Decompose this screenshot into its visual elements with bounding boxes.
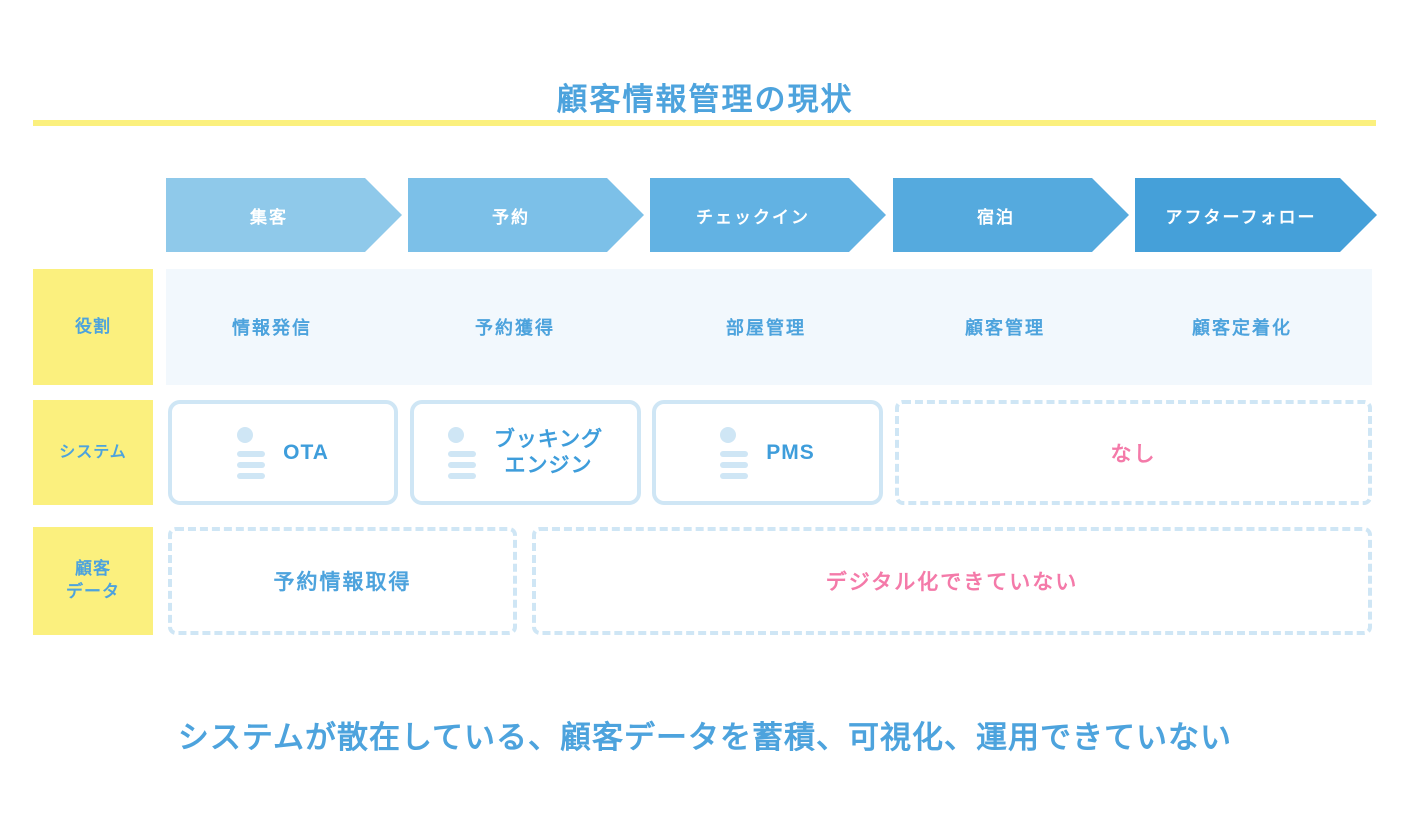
role-cell-3: 部屋管理 [660,269,872,385]
row-label-customer-data: 顧客 データ [33,527,153,635]
system-box-none-label: なし [1110,442,1157,466]
role-cell-1: 情報発信 [166,269,378,385]
role-cell-1-text: 情報発信 [232,318,312,338]
stage-arrow-row: 集客 予約 チェックイン 宿泊 アフターフォロー [166,178,1377,252]
customer-data-cell-2-label: デジタル化できていない [825,571,1079,594]
system-box-pms[interactable]: PMS [652,400,883,505]
system-box-pms-label: PMS [766,440,815,464]
system-box-booking-engine-label: ブッキング エンジン [493,427,604,477]
document-list-icon [237,426,267,479]
customer-data-cell-1-label: 予約情報取得 [273,571,412,594]
role-cell-4: 顧客管理 [899,269,1111,385]
document-list-icon [447,426,478,479]
role-cell-3-text: 部屋管理 [726,318,806,338]
role-cell-4-text: 顧客管理 [965,318,1045,338]
row-label-customer-data-text: 顧客 データ [66,559,120,601]
role-row-background [166,269,1372,385]
page-title: 顧客情報管理の現状 [556,82,854,117]
stage-arrow-2: 予約 [408,178,644,252]
footer-caption: システムが散在している、顧客データを蓄積、可視化、運用できていない [177,720,1233,755]
stage-arrow-5: アフターフォロー [1135,178,1377,252]
system-box-ota-label: OTA [283,440,329,464]
title-underline-rule [33,120,1376,126]
row-label-role: 役割 [33,269,153,385]
system-box-booking-engine[interactable]: ブッキング エンジン [410,400,641,505]
role-cell-5: 顧客定着化 [1136,269,1348,385]
role-cell-2-text: 予約獲得 [475,318,555,338]
system-box-none: なし [895,400,1372,505]
role-cell-2: 予約獲得 [409,269,621,385]
stage-arrow-5-label: アフターフォロー [1165,207,1317,227]
row-label-role-text: 役割 [75,316,111,336]
stage-arrow-1: 集客 [166,178,402,252]
stage-arrow-2-label: 予約 [492,207,530,227]
customer-data-cell-1: 予約情報取得 [168,527,517,635]
stage-arrow-4-label: 宿泊 [977,207,1015,227]
stage-arrow-3-label: チェックイン [696,207,810,227]
row-label-system: システム [33,400,153,505]
role-cell-5-text: 顧客定着化 [1192,318,1292,338]
stage-arrow-1-label: 集客 [250,207,288,227]
system-box-ota[interactable]: OTA [168,400,398,505]
customer-data-cell-2: デジタル化できていない [532,527,1372,635]
stage-arrow-3: チェックイン [650,178,886,252]
document-list-icon [720,426,750,479]
stage-arrow-4: 宿泊 [893,178,1129,252]
row-label-system-text: システム [59,443,127,461]
